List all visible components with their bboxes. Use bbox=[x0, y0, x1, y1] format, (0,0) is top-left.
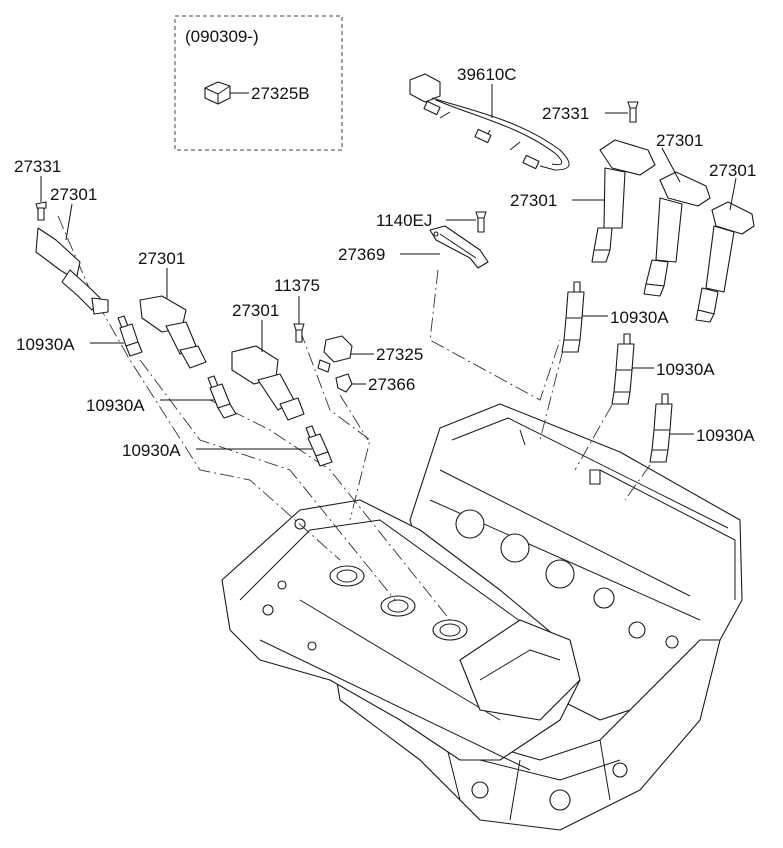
spark-plug-right-a bbox=[561, 281, 585, 353]
coil-left-c bbox=[231, 345, 305, 421]
bracket-27369: 27369 bbox=[338, 225, 489, 269]
plug-right-a-label: 10930A bbox=[610, 308, 669, 327]
sensor-variant-icon bbox=[204, 81, 231, 105]
spark-plug-left-a bbox=[117, 315, 143, 357]
bolt-left-27331: 27331 bbox=[14, 157, 61, 221]
spark-plug-right-c bbox=[649, 393, 673, 463]
coil-left-b-label: 27301 bbox=[138, 249, 185, 268]
coil-left-c-label: 27301 bbox=[232, 301, 279, 320]
coil-left-a-label: 27301 bbox=[50, 185, 97, 204]
plug-right-c-label: 10930A bbox=[696, 426, 755, 445]
coil-right-c-label: 27301 bbox=[709, 161, 756, 180]
coil-right-c bbox=[695, 201, 755, 323]
bolt-11375: 11375 bbox=[274, 276, 320, 343]
bolt-11375-label: 11375 bbox=[274, 276, 320, 295]
spark-plug-left-c bbox=[305, 425, 333, 467]
coil-left-b bbox=[139, 295, 207, 369]
coil-right-a bbox=[591, 139, 656, 263]
sensor-27325: 27325 bbox=[317, 335, 423, 373]
plug-right-b-label: 10930A bbox=[656, 360, 715, 379]
plug-well-1 bbox=[329, 565, 365, 587]
bolt-1140ej: 1140EJ bbox=[376, 211, 487, 233]
variant-box: (090309-) 27325B bbox=[174, 15, 343, 151]
variant-part-label: 27325B bbox=[251, 84, 310, 103]
plug-left-a-label: 10930A bbox=[16, 335, 75, 354]
harness-label: 39610C bbox=[457, 65, 517, 84]
plug-well-3 bbox=[432, 619, 468, 641]
clip-label: 27366 bbox=[368, 375, 415, 394]
spark-plug-left-b bbox=[207, 375, 237, 419]
coil-right-b bbox=[643, 171, 711, 297]
variant-date-code: (090309-) bbox=[185, 27, 259, 46]
bolt-right-27331: 27331 bbox=[542, 101, 639, 123]
spark-plug-right-b bbox=[611, 333, 635, 405]
sensor-label: 27325 bbox=[376, 345, 423, 364]
harness-39610c: 39610C bbox=[409, 65, 570, 171]
bolt-right-label: 27331 bbox=[542, 104, 589, 123]
clip-27366: 27366 bbox=[335, 373, 415, 394]
coil-left-a bbox=[35, 227, 109, 315]
plug-well-2 bbox=[380, 595, 416, 617]
engine-block bbox=[221, 403, 743, 831]
coil-right-a-label: 27301 bbox=[510, 191, 557, 210]
bracket-label: 27369 bbox=[338, 245, 385, 264]
bolt-left-label: 27331 bbox=[14, 157, 61, 176]
bolt-1140-label: 1140EJ bbox=[376, 211, 432, 230]
coil-right-b-label: 27301 bbox=[656, 131, 703, 150]
plug-left-b-label: 10930A bbox=[86, 396, 145, 415]
plug-left-c-label: 10930A bbox=[122, 441, 181, 460]
